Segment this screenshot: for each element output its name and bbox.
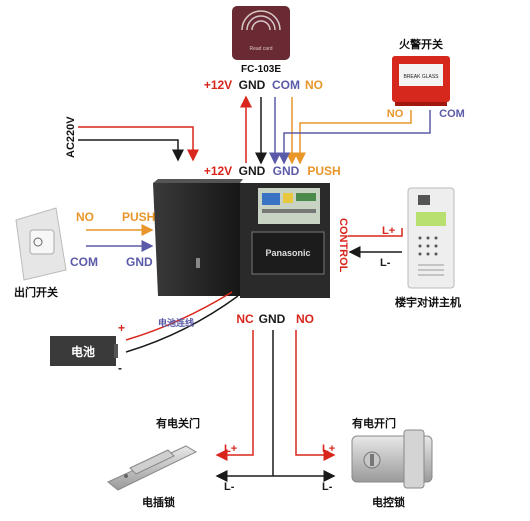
wire-battery-minus [125,295,239,353]
lock-left-name: 电插锁 [142,495,175,509]
reader-card-text: Read card [249,46,272,52]
ac-input-label: AC220V [65,116,77,158]
lock-left-title: 有电关门 [156,416,200,430]
exit-button-title: 出门开关 [14,285,58,299]
battery-plus: + [118,321,125,335]
fire-alarm-panel-text: BREAK GLASS [403,74,439,80]
lock-terminal-nc: NC [236,312,254,326]
fire-alarm-switch: BREAK GLASS [392,56,450,106]
reader-model: FC-103E [241,64,281,75]
fire-alarm-no: NO [387,108,404,120]
exit-push: PUSH [122,210,155,224]
top-label-12v: +12V [204,78,232,92]
control-label: CONTROL [337,218,349,273]
card-reader: Read card [232,6,290,60]
battery-label: 电池 [71,344,95,359]
wire-ac-neutral [78,139,184,162]
wire-ac-live [78,126,199,162]
wire-fire-no [294,110,412,165]
lock-right-title: 有电开门 [352,416,396,430]
lock-right-lplus: L+ [322,443,335,455]
battery-minus: - [118,361,122,375]
intercom-device [407,187,455,289]
exit-no: NO [76,210,94,224]
intercom-lminus: L- [380,257,391,269]
lock-terminal-gnd: GND [259,312,286,326]
top-label-com: COM [272,78,300,92]
intercom-title: 楼宇对讲主机 [395,295,461,309]
lock-right-lminus: L- [322,481,333,493]
lock-terminal-no: NO [296,312,314,326]
exit-com: COM [70,255,98,269]
top-label-no: NO [305,78,323,92]
wire-lock-no [295,330,336,461]
wire-fire-com [278,110,431,165]
box-label-push: PUSH [307,164,340,178]
wire-intercom-lplus [348,228,403,237]
lock-left-lminus: L- [224,481,235,493]
box-label-12v: +12V [204,164,232,178]
battery-connection-label: 电池连线 [158,317,194,329]
box-label-gnd: GND [239,164,266,178]
box-label-gnd2: GND [273,164,300,178]
exit-button-device [15,207,67,281]
wire-battery-plus [125,291,233,341]
wire-lock-nc [215,330,254,461]
intercom-lplus: L+ [382,225,395,237]
electric-control-lock [351,429,433,489]
lock-left-lplus: L+ [224,443,237,455]
electric-bolt-lock [107,445,198,491]
exit-gnd: GND [126,255,153,269]
fire-alarm-title: 火警开关 [399,37,443,51]
battery [50,336,118,366]
fire-alarm-com: COM [439,108,465,120]
battery-brand: Panasonic [265,248,310,258]
lock-right-name: 电控锁 [372,495,405,509]
access-controller-box: Panasonic [153,179,330,298]
top-label-gnd: GND [239,78,266,92]
